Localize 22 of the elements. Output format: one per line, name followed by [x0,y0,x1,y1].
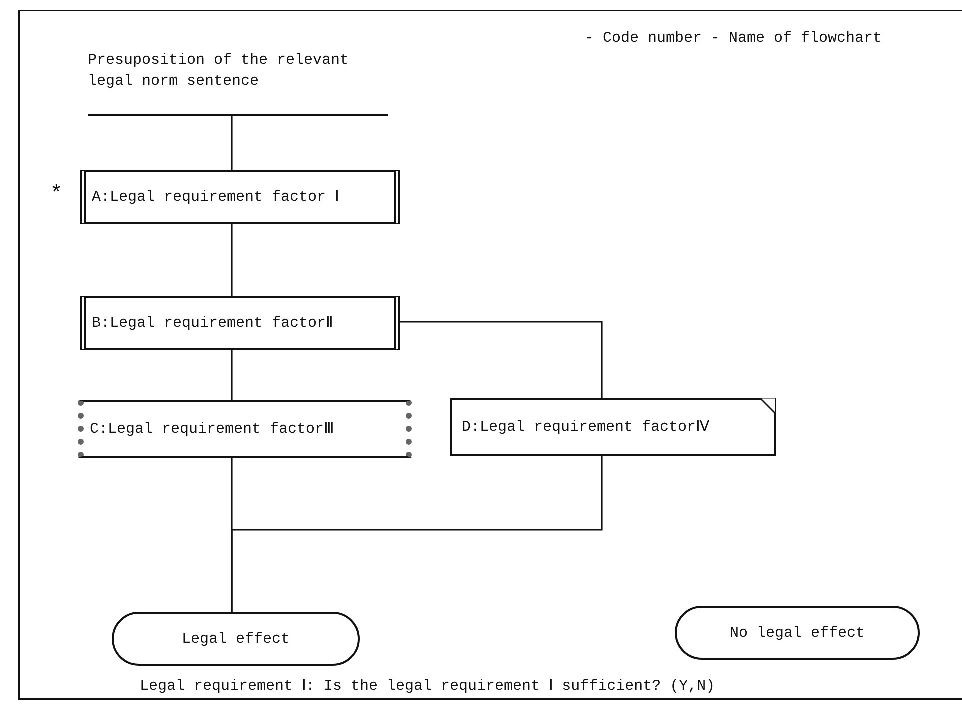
process-box [78,400,412,458]
note-text: - Code number - Name of flowchart [585,30,882,47]
connector-line [231,456,603,612]
box-label: A:Legal requirement factor Ⅰ [92,188,340,208]
connector-line [231,116,233,170]
box-label: Legal effect [182,630,290,650]
process-box [80,170,400,224]
box-label: D:Legal requirement factorⅣ [462,418,710,438]
connector-line [231,224,233,296]
connector-line [231,350,233,400]
box-label: No legal effect [730,624,866,644]
connector-line [400,321,603,398]
process-box [80,296,400,350]
heading-text [88,50,388,116]
note-text: Legal requirement Ⅰ: Is the legal requirement Ⅰ sufficient? (Y,N) [140,677,716,695]
terminal-box [675,606,920,660]
box-label: C:Legal requirement factorⅢ [90,420,334,440]
box-label: B:Legal requirement factorⅡ [92,314,334,334]
terminal-box [112,612,360,666]
footnote-mark: * [50,182,64,207]
title-text: Presuposition of the relevant legal norm sentence [88,51,350,92]
note-box [450,398,776,456]
